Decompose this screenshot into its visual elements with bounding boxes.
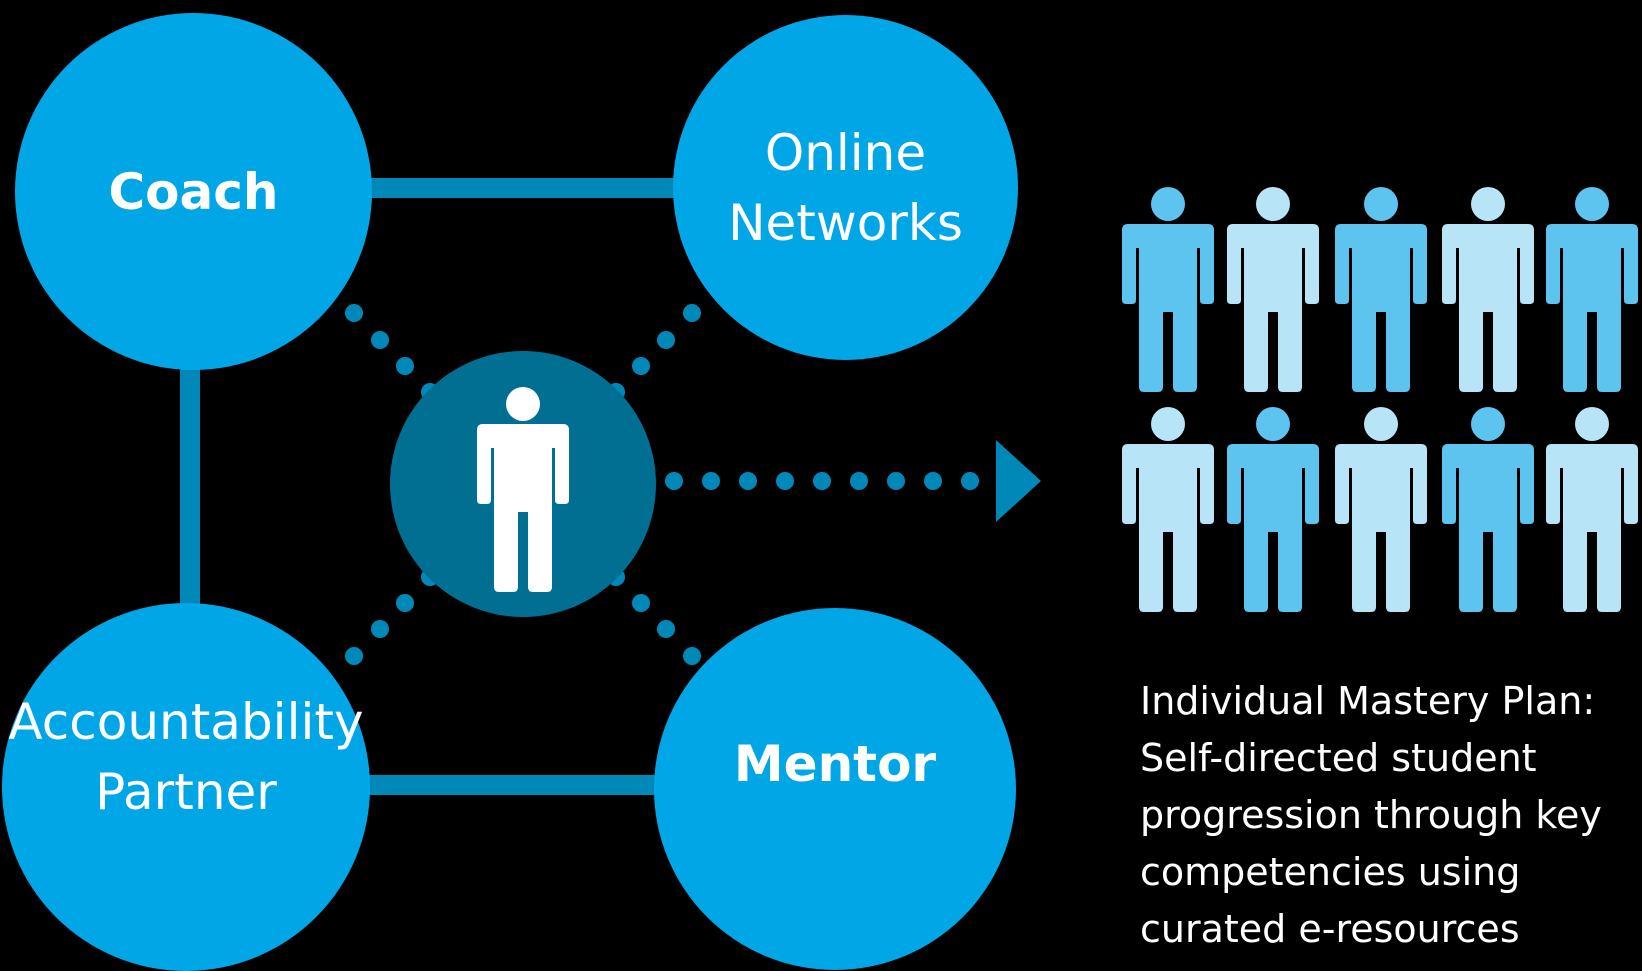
crowd-person	[1442, 407, 1534, 612]
crowd-person	[1122, 407, 1214, 612]
coach-node: Coach	[15, 13, 372, 370]
people-group-icon	[1122, 187, 1638, 612]
accountability-label-line1: Accountability	[8, 693, 364, 751]
caption-line: progression through key	[1140, 793, 1602, 837]
crowd-person	[1442, 187, 1534, 392]
crowd-person	[1335, 187, 1427, 392]
crowd-person	[1227, 407, 1319, 612]
caption-line: curated e-resources	[1140, 907, 1520, 951]
caption-line: Self-directed student	[1140, 736, 1537, 780]
online-networks-node: Online Networks	[673, 15, 1018, 360]
accountability-label-line2: Partner	[95, 763, 277, 821]
crowd-person	[1227, 187, 1319, 392]
online-networks-label-line1: Online	[764, 123, 927, 182]
caption-line: competencies using	[1140, 850, 1521, 894]
online-networks-label-line2: Networks	[728, 193, 963, 252]
mastery-plan-caption: Individual Mastery Plan: Self-directed s…	[1140, 673, 1620, 958]
arrow-right-icon	[996, 440, 1041, 522]
crowd-person	[1546, 187, 1638, 392]
crowd-person	[1335, 407, 1427, 612]
coach-label: Coach	[108, 162, 279, 221]
crowd-person	[1546, 407, 1638, 612]
mentor-node: Mentor	[654, 608, 1016, 970]
crowd-person	[1122, 187, 1214, 392]
dotted-arrow-line	[665, 472, 979, 490]
caption-line: Individual Mastery Plan:	[1140, 679, 1596, 723]
mentor-label: Mentor	[733, 735, 937, 793]
accountability-partner-node: Accountability Partner	[2, 603, 370, 971]
